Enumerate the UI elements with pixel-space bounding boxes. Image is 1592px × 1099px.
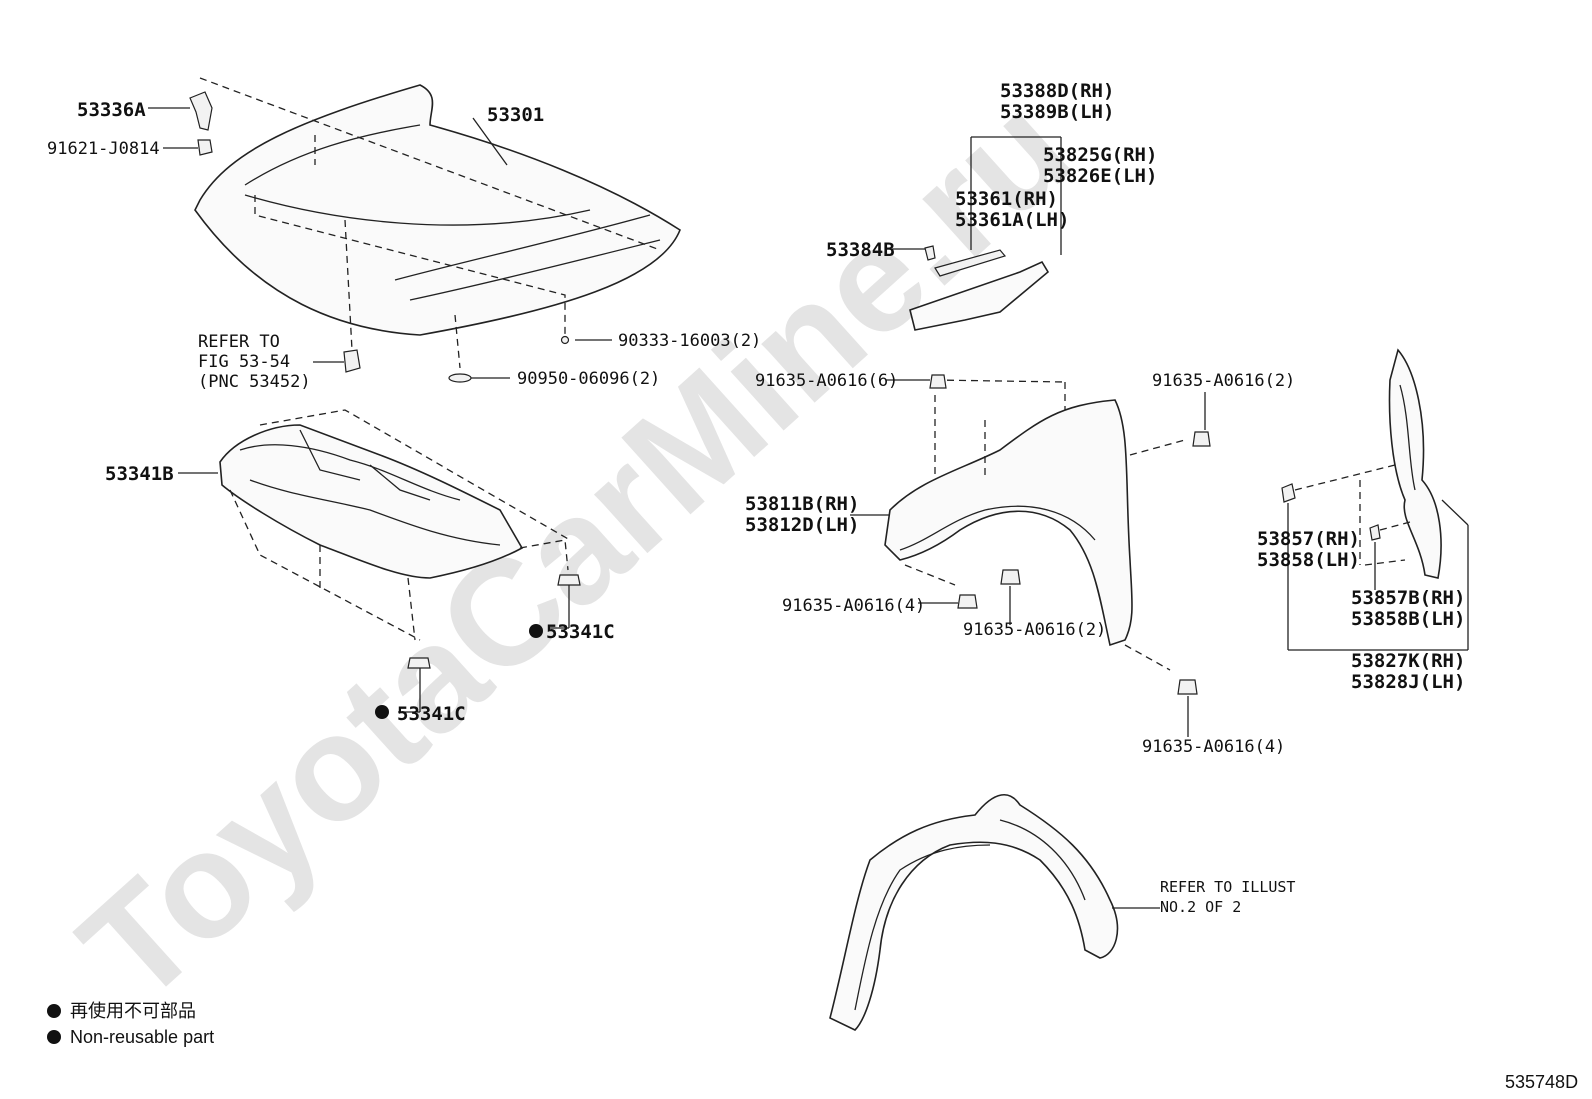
refer-to-line1: REFER TO: [198, 332, 280, 352]
label-53826E: 53826E(LH): [1043, 165, 1157, 187]
legend-jp: 再使用不可部品: [70, 1001, 196, 1021]
label-91621-J0814: 91621-J0814: [47, 139, 160, 159]
label-53812D: 53812D(LH): [745, 514, 859, 536]
label-53825G: 53825G(RH): [1043, 144, 1157, 166]
label-53341C-upper: 53341C: [546, 621, 615, 643]
label-53341B: 53341B: [105, 463, 174, 485]
label-53361: 53361(RH): [955, 188, 1058, 210]
refer-illust-line1: REFER TO ILLUST: [1160, 878, 1295, 896]
refer-to-line2: FIG 53-54: [198, 352, 290, 372]
hood-53301: [194, 77, 681, 383]
clip-53341C-lower: [398, 657, 431, 713]
front-fender-53811B: [850, 379, 1186, 671]
non-reusable-marker: [375, 705, 389, 719]
hood-insulator-53341B: [178, 409, 571, 641]
label-90950-06096: 90950-06096(2): [517, 369, 660, 389]
fender-seal-assembly: [886, 136, 1062, 331]
label-91635-A0616-2b: 91635-A0616(2): [963, 620, 1106, 640]
label-53384B: 53384B: [826, 239, 895, 261]
label-91635-A0616-4a: 91635-A0616(4): [782, 596, 925, 616]
bolt-91635-2b: [1000, 569, 1021, 625]
bolt-91635-6: [886, 374, 947, 389]
bolt-91635-4b: [1177, 679, 1198, 737]
label-53336A: 53336A: [77, 99, 146, 121]
label-53827K: 53827K(RH): [1351, 650, 1465, 672]
legend-en: Non-reusable part: [70, 1027, 214, 1047]
bolt-91635-4a: [918, 594, 978, 609]
label-53828J: 53828J(LH): [1351, 671, 1465, 693]
clip-53341C-upper: [548, 574, 581, 629]
label-53811B: 53811B(RH): [745, 493, 859, 515]
label-91635-A0616-4b: 91635-A0616(4): [1142, 737, 1285, 757]
hood-support-retainer: [313, 349, 361, 373]
diagram-code: 535748D: [1505, 1072, 1578, 1092]
label-53361A: 53361A(LH): [955, 209, 1069, 231]
label-90333-16003: 90333-16003(2): [618, 331, 761, 351]
fender-liner: [829, 793, 1160, 1031]
legend-bullet: [47, 1030, 61, 1044]
bolt-91635-2a: [1192, 392, 1211, 447]
fender-seal-53827K: [1281, 348, 1469, 651]
refer-illust-line2: NO.2 OF 2: [1160, 898, 1241, 916]
hood-hinge-53336A: [148, 91, 213, 156]
label-53301: 53301: [487, 104, 544, 126]
refer-to-line3: (PNC 53452): [198, 372, 311, 392]
label-91635-A0616-2a: 91635-A0616(2): [1152, 371, 1295, 391]
label-53857B: 53857B(RH): [1351, 587, 1465, 609]
label-53858B: 53858B(LH): [1351, 608, 1465, 630]
label-53858: 53858(LH): [1257, 549, 1360, 571]
legend-bullet: [47, 1004, 61, 1018]
label-91635-A0616-6: 91635-A0616(6): [755, 371, 898, 391]
label-53388D: 53388D(RH): [1000, 80, 1114, 102]
label-53341C-lower: 53341C: [397, 703, 466, 725]
label-53389B: 53389B(LH): [1000, 101, 1114, 123]
non-reusable-marker: [529, 624, 543, 638]
label-53857: 53857(RH): [1257, 528, 1360, 550]
